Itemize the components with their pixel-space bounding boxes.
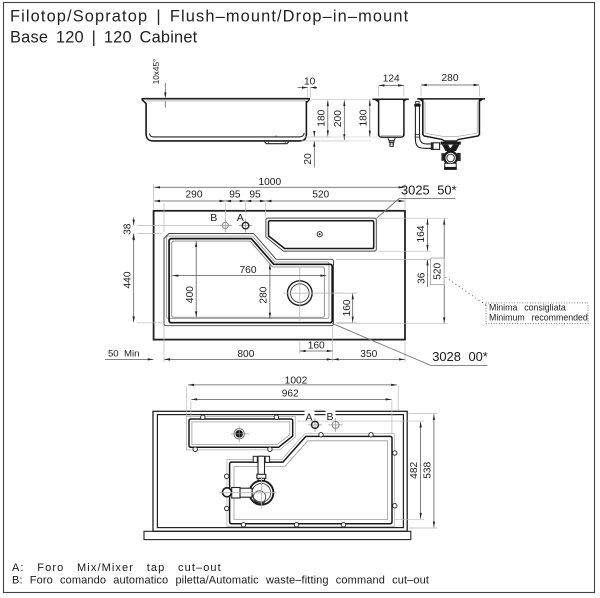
svg-text:A: A [237, 212, 244, 224]
svg-text:B: B [210, 212, 217, 224]
svg-text:520: 520 [433, 262, 444, 279]
svg-text:400: 400 [185, 286, 196, 303]
svg-text:962: 962 [282, 389, 299, 400]
svg-text:760: 760 [240, 265, 257, 276]
svg-text:B: B [326, 411, 333, 423]
svg-text:160: 160 [342, 299, 353, 316]
svg-text:280: 280 [442, 73, 459, 84]
svg-text:10: 10 [304, 77, 316, 88]
svg-text:800: 800 [237, 349, 254, 360]
svg-text:520: 520 [312, 190, 329, 201]
svg-text:50 Min: 50 Min [108, 349, 139, 360]
svg-text:10x45°: 10x45° [152, 59, 161, 85]
svg-text:350: 350 [360, 349, 377, 360]
svg-text:290: 290 [186, 190, 203, 201]
svg-text:280: 280 [259, 286, 270, 303]
svg-text:Base 120 | 120 Cabinet: Base 120 | 120 Cabinet [10, 28, 198, 46]
svg-text:38: 38 [122, 223, 133, 235]
svg-text:164: 164 [416, 225, 427, 242]
svg-text:3028 00*: 3028 00* [432, 349, 488, 364]
svg-text:A: A [305, 412, 312, 424]
svg-text:Minima consigliata: Minima consigliata [489, 302, 566, 312]
svg-text:36: 36 [416, 272, 427, 284]
svg-text:180: 180 [316, 109, 327, 126]
svg-text:95: 95 [249, 190, 261, 201]
svg-text:A: Foro Mix/Mixer tap cut–: A: Foro Mix/Mixer tap cut–out [12, 562, 222, 574]
svg-text:440: 440 [122, 271, 133, 288]
svg-text:160: 160 [308, 340, 325, 351]
svg-text:124: 124 [383, 74, 400, 85]
svg-text:482: 482 [409, 461, 420, 478]
svg-text:Minimum recommended: Minimum recommended [489, 312, 588, 322]
svg-text:3025 50*: 3025 50* [401, 182, 457, 197]
svg-text:20: 20 [303, 153, 314, 165]
svg-text:1000: 1000 [258, 177, 281, 188]
svg-text:Filotop/Sopratop | Flush–mount: Filotop/Sopratop | Flush–mount/Drop–in–m… [10, 7, 409, 25]
svg-text:200: 200 [333, 110, 344, 127]
svg-text:B: Foro comando automatico: B: Foro comando automatico piletta/Autom… [12, 575, 429, 587]
svg-text:1002: 1002 [285, 375, 308, 386]
svg-text:180: 180 [358, 109, 369, 126]
svg-text:95: 95 [229, 190, 241, 201]
svg-text:538: 538 [423, 461, 434, 478]
